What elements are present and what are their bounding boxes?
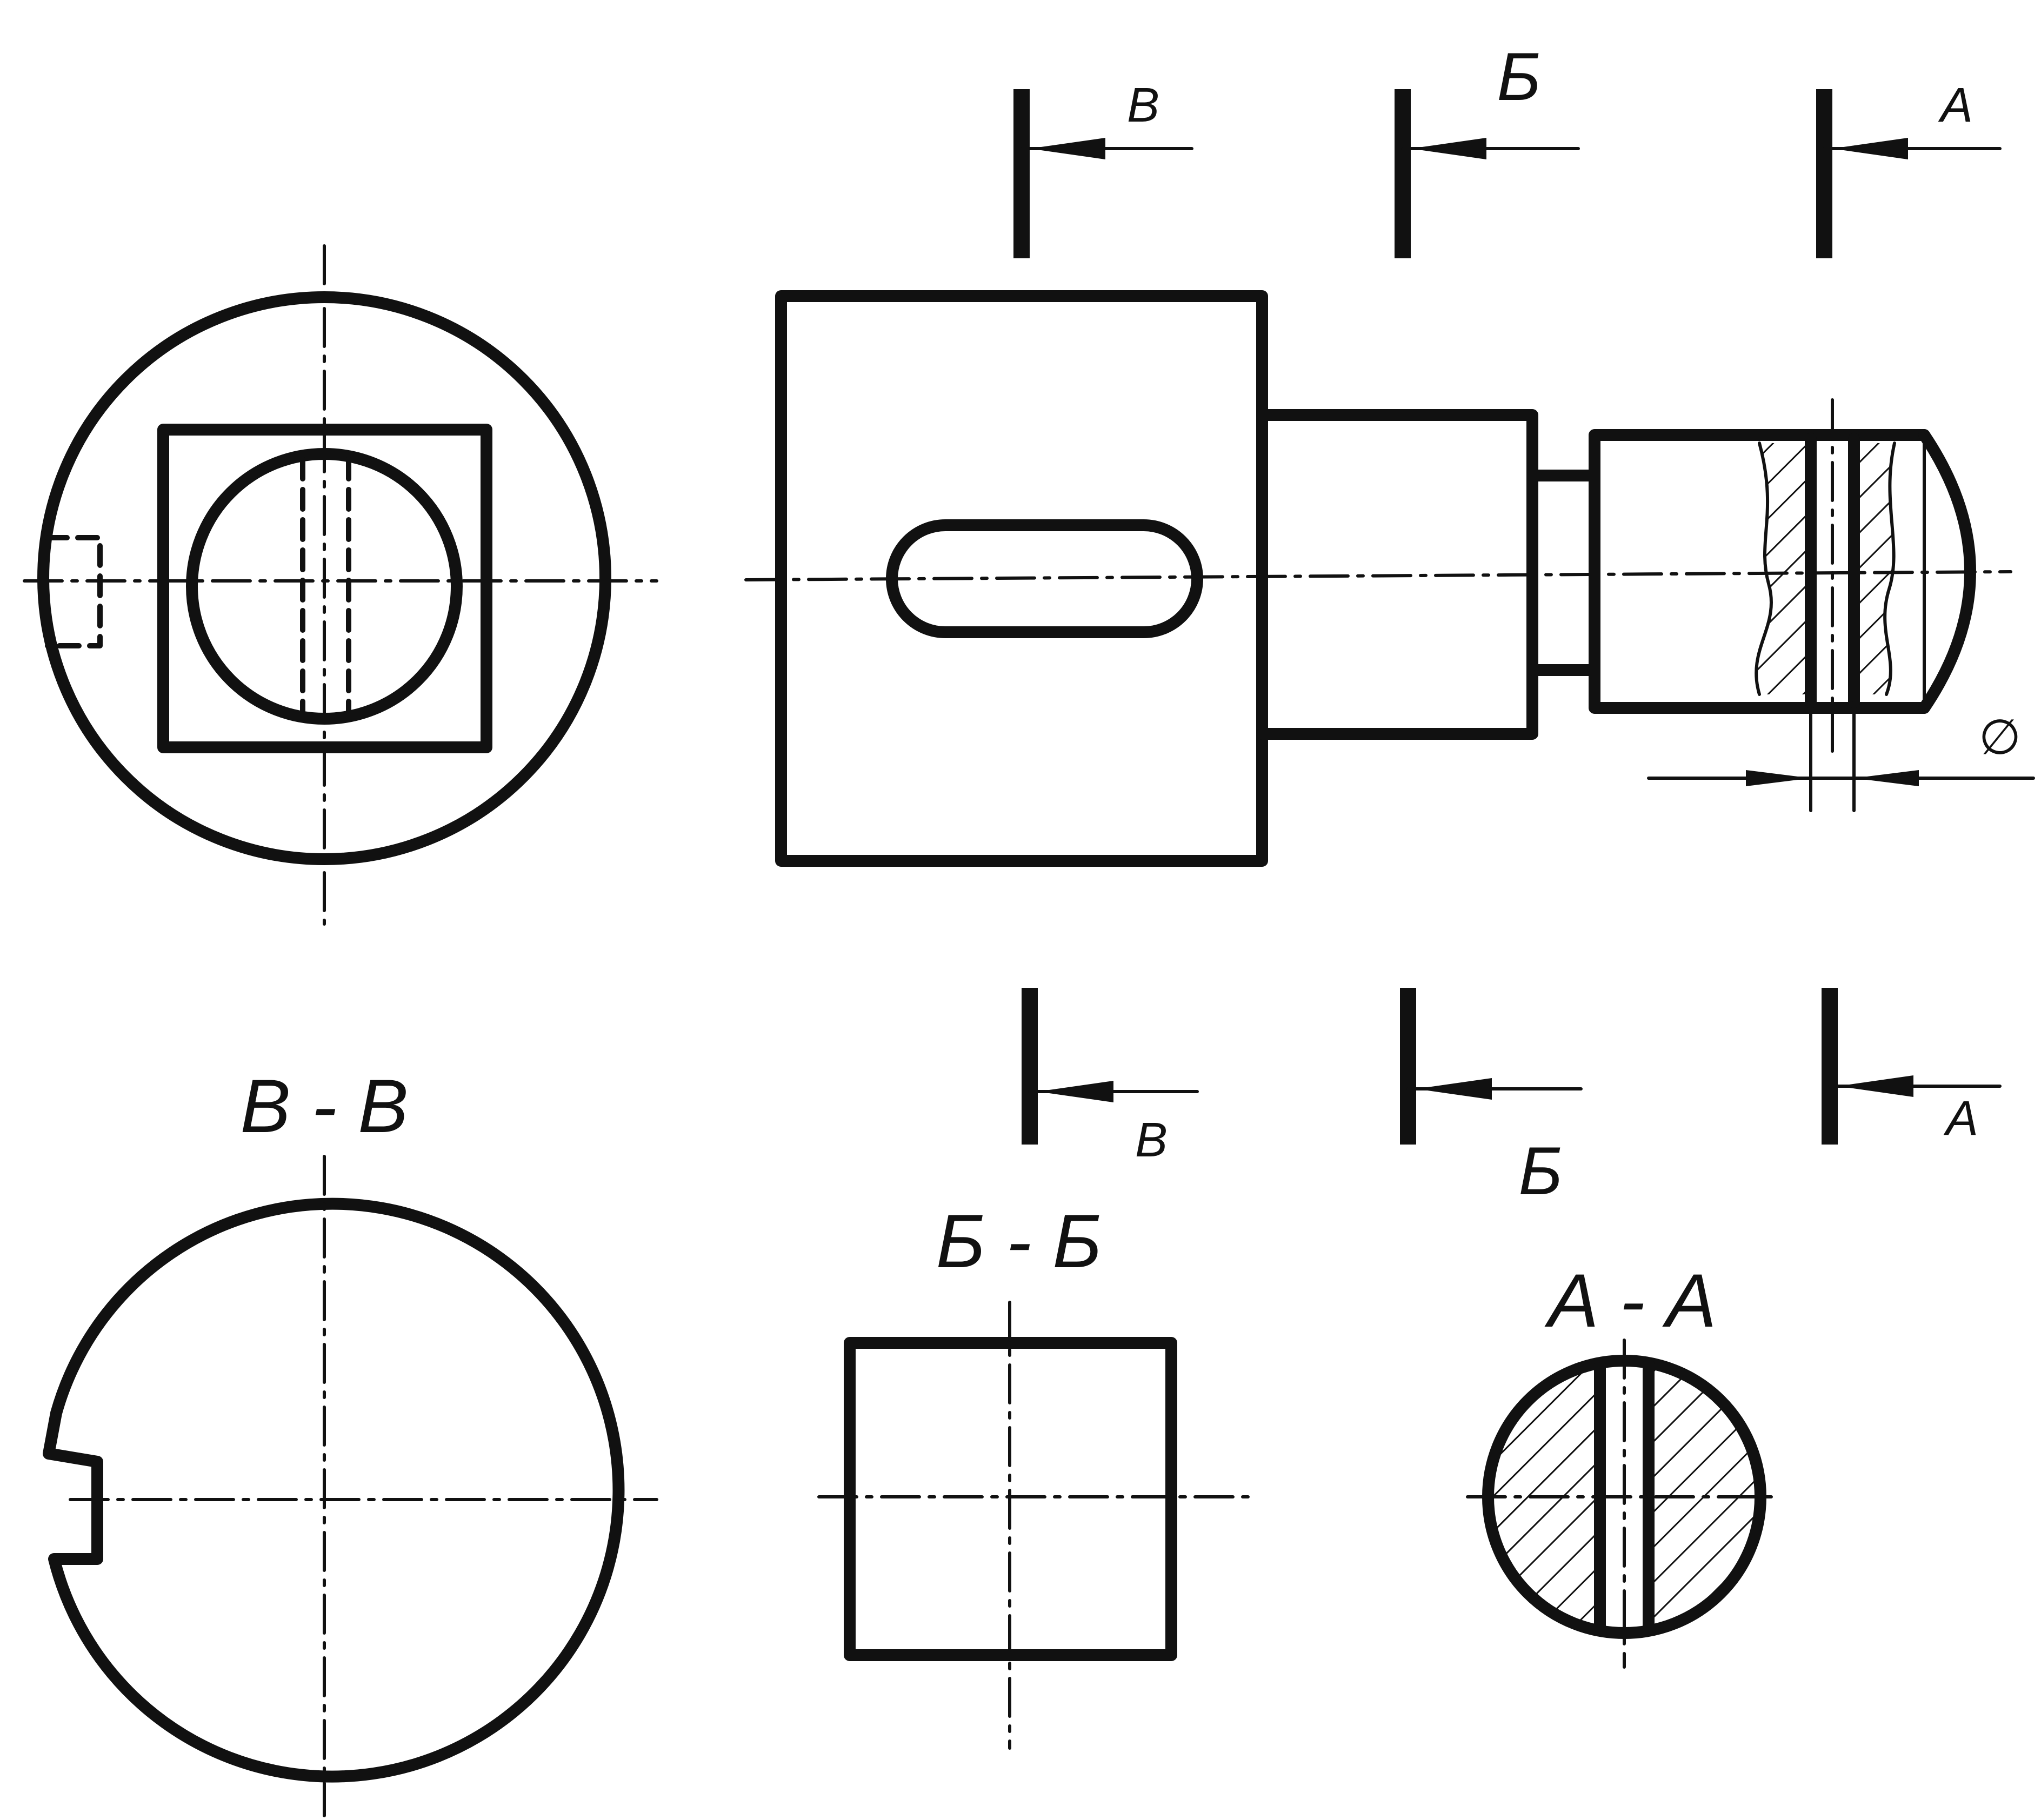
- pin-body: [1589, 429, 1930, 714]
- breakout-line-right: [1883, 441, 1896, 696]
- diameter-symbol: ∅: [1979, 711, 2021, 765]
- section-title: А - А: [1544, 1258, 1716, 1343]
- plane-arrow-head: [1838, 1075, 1913, 1097]
- section-aa: А - А: [1466, 1258, 1783, 1669]
- dim-arrow-right: [1854, 770, 1919, 786]
- cut-label: А: [1938, 78, 1973, 132]
- neck: [1526, 470, 1600, 676]
- end-view-keyway-hidden-outline: [45, 535, 103, 648]
- section-vv: В - В: [43, 1063, 658, 1817]
- plane-arrow-head: [1411, 138, 1486, 159]
- cutting-plane-v-top: В: [1013, 78, 1193, 258]
- section-vv-profile: [43, 1197, 625, 1783]
- section-bb: Б - Б: [817, 1199, 1258, 1750]
- cut-label: Б: [1518, 1134, 1562, 1209]
- cutting-planes-bottom: В Б А: [1022, 988, 2002, 1209]
- plane-arrow-head: [1416, 1078, 1492, 1100]
- cut-label: В: [1127, 78, 1159, 132]
- local-section: [1755, 398, 1896, 758]
- pin-domed-end: [1918, 429, 1976, 714]
- front-view: ∅: [744, 290, 2035, 867]
- cut-label: А: [1943, 1092, 1978, 1146]
- end-view-outer-circle: [37, 291, 611, 865]
- breakout-hatch-left: [1756, 443, 1808, 694]
- cut-label: В: [1135, 1113, 1168, 1167]
- end-view-inner-circle: [186, 448, 463, 725]
- front-view-axis-centerline: [744, 570, 2012, 581]
- section-bb-profile: [844, 1337, 1177, 1661]
- cutting-plane-v-bottom: В: [1022, 988, 1199, 1167]
- cutting-plane-a-bottom: А: [1822, 988, 2002, 1146]
- diameter-dimension: ∅: [1647, 701, 2035, 812]
- cutting-plane-b-bottom: Б: [1400, 988, 1583, 1209]
- breakout-line-left: [1755, 441, 1773, 696]
- cutting-plane-a-top: А: [1816, 78, 2002, 258]
- keyway-slot: [886, 519, 1203, 638]
- end-view: [23, 244, 658, 926]
- cutting-plane-b-top: Б: [1395, 39, 1580, 258]
- dim-arrow-left: [1746, 770, 1811, 786]
- cutting-planes-top: В Б А: [1013, 39, 2002, 258]
- main-body-block: [775, 290, 1268, 867]
- end-view-square-flange: [157, 424, 492, 753]
- cut-label: Б: [1497, 39, 1540, 115]
- square-shoulder: [1256, 409, 1538, 740]
- plane-arrow-head: [1038, 1081, 1113, 1102]
- plane-arrow-head: [1832, 138, 1908, 159]
- section-title: Б - Б: [936, 1199, 1102, 1283]
- section-title: В - В: [240, 1063, 408, 1148]
- plane-arrow-head: [1030, 138, 1105, 159]
